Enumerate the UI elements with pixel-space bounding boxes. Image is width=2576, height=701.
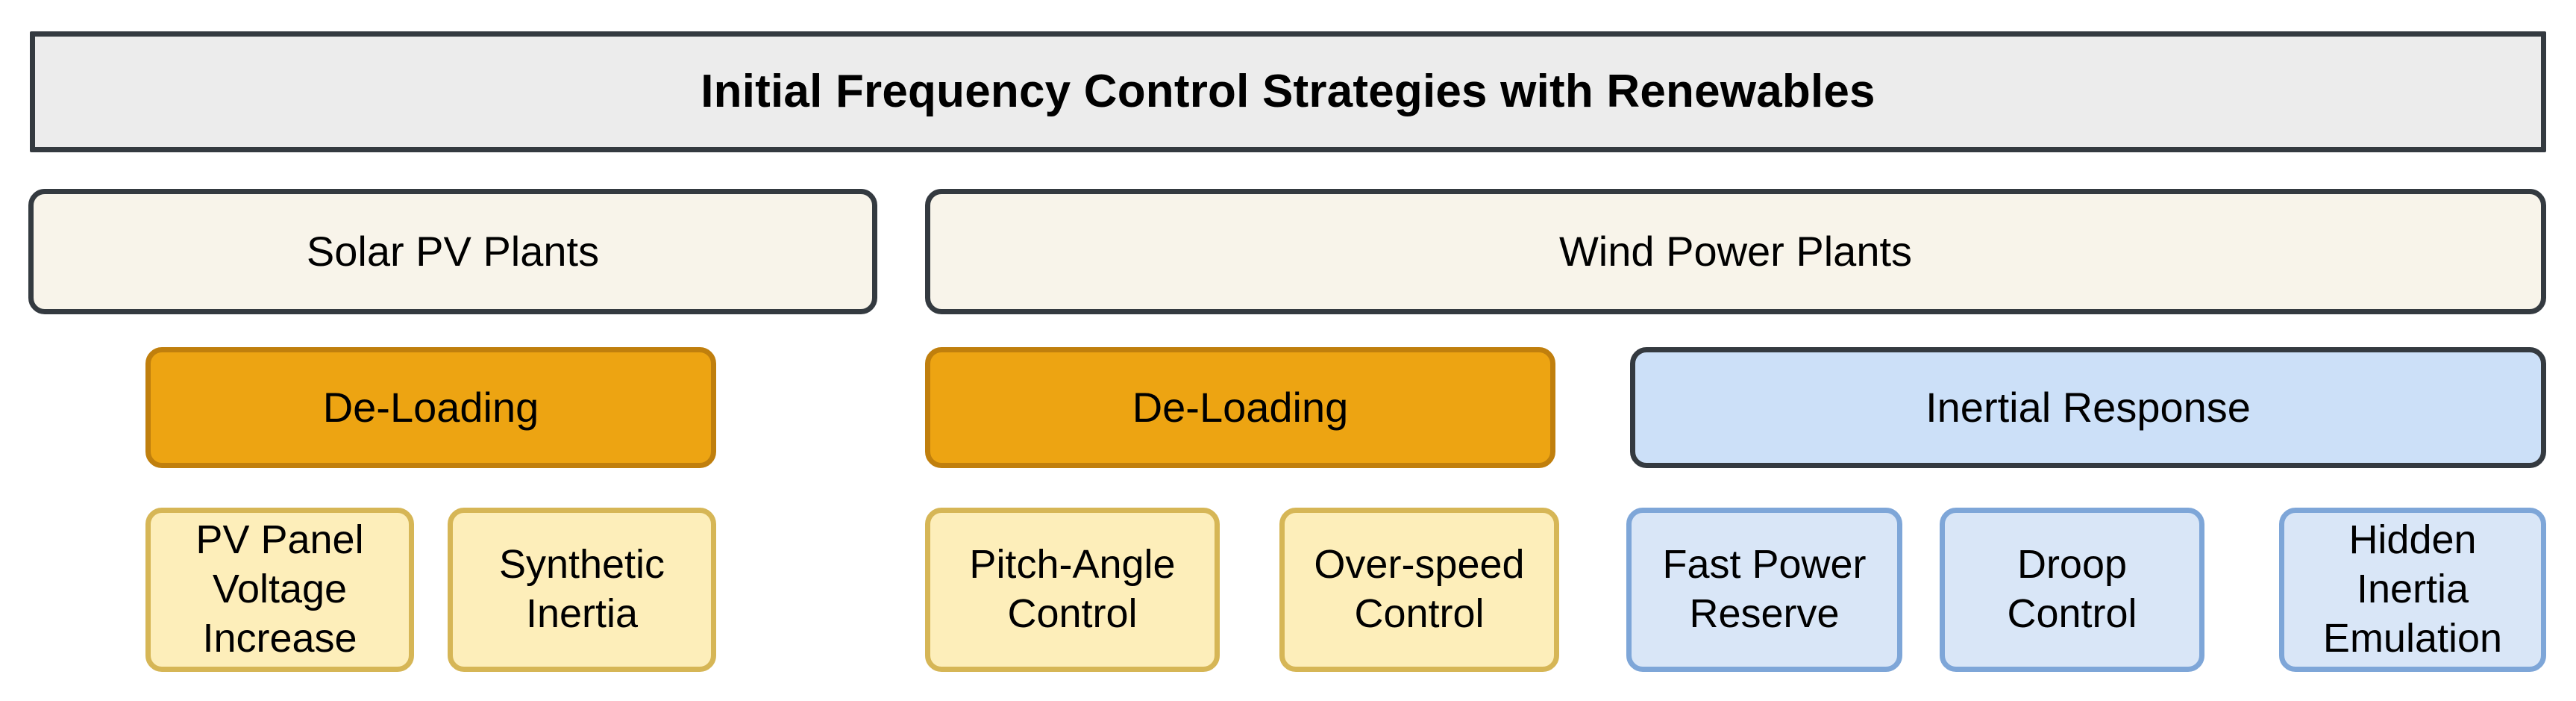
method-label: Over-speed Control: [1314, 542, 1525, 636]
diagram-title: Initial Frequency Control Strategies wit…: [30, 31, 2546, 152]
method-label: Fast Power Reserve: [1662, 542, 1867, 636]
method-label: Synthetic Inertia: [498, 542, 665, 636]
category-box-wind-power-plants: Wind Power Plants: [925, 189, 2546, 314]
method-box-pitch-angle-control: Pitch-Angle Control: [925, 508, 1220, 672]
method-label: Pitch-Angle Control: [969, 542, 1176, 636]
method-box-droop-control: Droop Control: [1940, 508, 2204, 672]
method-box-fast-power-reserve: Fast Power Reserve: [1626, 508, 1902, 672]
strategy-box-inertial-response: Inertial Response: [1630, 347, 2546, 468]
method-label: PV Panel Voltage Increase: [195, 517, 364, 661]
strategy-box-de-loading-solar: De-Loading: [145, 347, 716, 468]
method-label: Hidden Inertia Emulation: [2322, 517, 2503, 661]
method-label: Droop Control: [2007, 542, 2137, 636]
method-box-synthetic-inertia: Synthetic Inertia: [448, 508, 716, 672]
method-box-hidden-inertia-emulation: Hidden Inertia Emulation: [2279, 508, 2546, 672]
category-box-solar-pv-plants: Solar PV Plants: [28, 189, 877, 314]
method-box-over-speed-control: Over-speed Control: [1279, 508, 1559, 672]
method-box-pv-panel-voltage-increase: PV Panel Voltage Increase: [145, 508, 414, 672]
strategy-box-de-loading-wind: De-Loading: [925, 347, 1555, 468]
